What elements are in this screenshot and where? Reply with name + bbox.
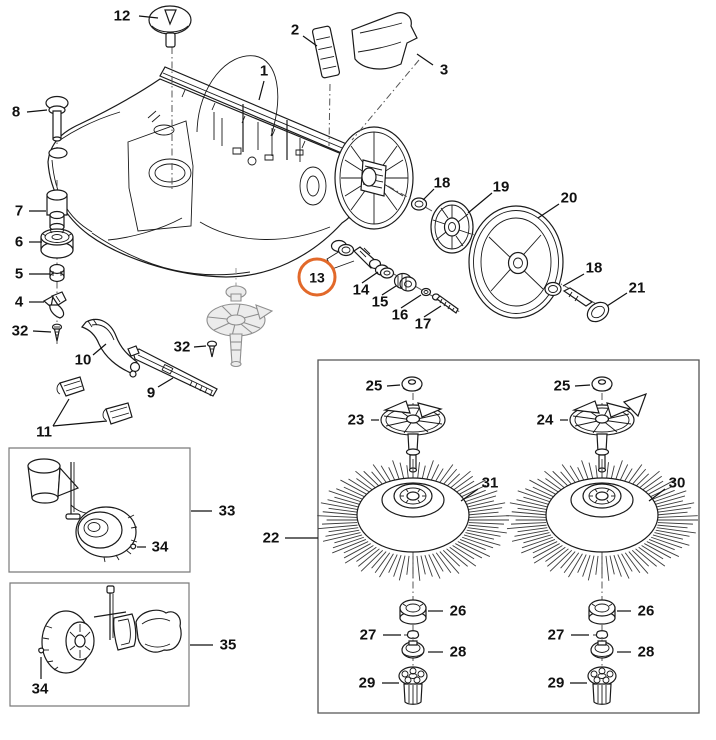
part-16-washer-drawing [422,289,431,296]
part-28-castle-nut-right-drawing [591,641,613,658]
inset-box-33 [9,448,190,572]
inset-box-35 [10,583,189,706]
part-19-gear-wheel-drawing [431,201,473,253]
part-23-impeller-drawing [381,401,445,472]
part-26-bushing-left-drawing [400,600,426,624]
callout-20[interactable]: 20 [560,189,578,207]
callout-7[interactable]: 7 [14,202,24,220]
part-21-axle-bolt-drawing [564,288,612,326]
callout-31[interactable]: 31 [481,474,499,492]
part-15-gear-drawing [395,274,417,292]
part-25-cap-left-drawing [402,377,422,391]
callout-3[interactable]: 3 [439,61,449,79]
inset-box-22 [318,360,699,713]
callout-25-b[interactable]: 25 [553,377,571,395]
callout-16[interactable]: 16 [391,306,409,324]
callout-6[interactable]: 6 [14,233,24,251]
muted-blade-disc-drawing [207,286,272,367]
mower-body-drawing [48,56,363,277]
inset-33-contents-drawing [28,459,137,562]
callout-13-highlighted[interactable]: 13 [297,257,337,297]
part-27-clip-right-drawing [593,631,608,639]
part-12-knob-drawing [149,6,191,47]
leader-lines [27,16,665,683]
part-29-spline-plug-left-drawing [399,667,427,704]
callout-2[interactable]: 2 [290,21,300,39]
part-3-cover-drawing [352,13,417,69]
part-30-brush-dome-drawing [546,478,658,552]
part-9-rail-drawing [128,346,217,396]
part-31-brush-dome-drawing [357,478,469,552]
callout-18-a[interactable]: 18 [433,174,451,192]
callout-5[interactable]: 5 [14,265,24,283]
callout-19[interactable]: 19 [492,178,510,196]
callout-11[interactable]: 11 [36,423,52,441]
callout-27-b[interactable]: 27 [547,626,565,644]
callout-15[interactable]: 15 [371,293,389,311]
part-32-screw-right-drawing [208,341,217,357]
callout-28-b[interactable]: 28 [637,643,655,661]
part-14-nut-drawing [376,265,394,278]
part-24-impeller-drawing [570,394,646,472]
part-32-screw-left-drawing [53,324,62,341]
callout-26-a[interactable]: 26 [449,602,467,620]
part-13-bearing-shaft-drawing [327,241,381,270]
part-7-motor-drawing [47,190,67,231]
callout-30[interactable]: 30 [668,474,686,492]
part-4-blade-carrier-drawing [44,292,66,318]
callout-4[interactable]: 4 [14,293,24,311]
callout-29-a[interactable]: 29 [358,674,376,692]
part-25-cap-right-drawing [592,377,612,391]
callout-34-a[interactable]: 34 [151,538,169,556]
callout-22[interactable]: 22 [262,529,280,547]
part-10-arm-drawing [82,319,140,377]
callout-12[interactable]: 12 [113,7,131,25]
inset-35-contents-drawing [39,586,181,673]
part-20-wheel-drawing [469,206,563,318]
part-18-bearing-right-drawing [545,283,561,296]
callout-1[interactable]: 1 [259,62,269,80]
callout-14[interactable]: 14 [352,281,370,299]
callout-23[interactable]: 23 [347,411,365,429]
callout-17[interactable]: 17 [414,315,432,333]
part-8-bolt-drawing [46,97,68,159]
callout-25-a[interactable]: 25 [365,377,383,395]
part-2-insert-drawing [312,26,340,79]
callout-35[interactable]: 35 [219,636,237,654]
callout-32-a[interactable]: 32 [11,322,29,340]
part-29-spline-plug-right-drawing [588,667,616,704]
part-5-nut-drawing [50,265,64,282]
part-28-castle-nut-left-drawing [402,641,424,658]
callout-29-b[interactable]: 29 [547,674,565,692]
callout-32-b[interactable]: 32 [173,338,191,356]
callout-9[interactable]: 9 [146,384,156,402]
part-18-bearing-left-drawing [412,198,427,210]
callout-28-a[interactable]: 28 [449,643,467,661]
callout-24[interactable]: 24 [536,411,554,429]
callout-18-b[interactable]: 18 [585,259,603,277]
callout-26-b[interactable]: 26 [637,602,655,620]
callout-27-a[interactable]: 27 [359,626,377,644]
callout-21[interactable]: 21 [628,279,646,297]
part-27-clip-left-drawing [404,631,419,639]
part-17-screw-drawing [433,294,459,313]
part-11-clips-drawing [57,377,132,424]
drive-wheel-drawing [335,127,413,229]
callout-34-b[interactable]: 34 [31,680,49,698]
callout-10[interactable]: 10 [74,351,92,369]
callout-33[interactable]: 33 [218,502,236,520]
part-6-pulley-drawing [41,229,73,258]
part-26-bushing-right-drawing [589,600,615,624]
callout-8[interactable]: 8 [11,103,21,121]
